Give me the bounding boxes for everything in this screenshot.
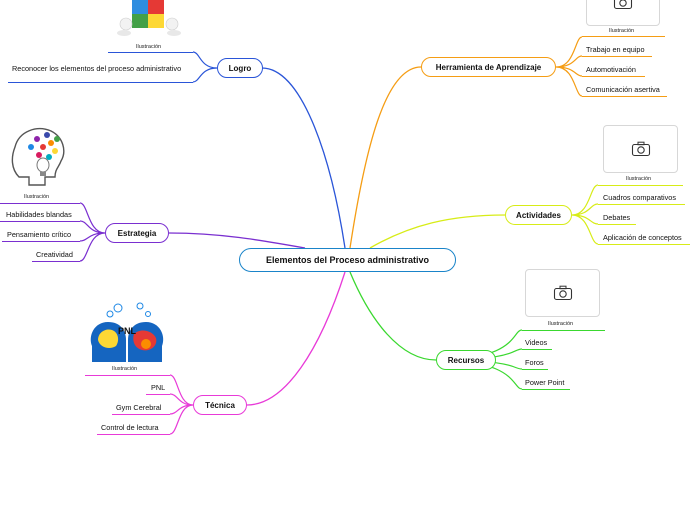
recursos-image-caption: Ilustración — [548, 321, 574, 327]
tecnica-item-2[interactable]: Gym Cerebral — [116, 403, 162, 412]
pnl-image-text: PNL — [118, 326, 137, 336]
edge-estrategia-children — [79, 202, 106, 262]
recursos-image-placeholder — [525, 269, 600, 317]
edge-logro-children — [192, 51, 218, 83]
herramienta-item-3[interactable]: Comunicación asertiva — [586, 85, 660, 94]
puzzle-figure-illustration — [110, 0, 188, 36]
edge-recursos-children — [435, 329, 523, 390]
recursos-item-1[interactable]: Videos — [525, 338, 548, 347]
recursos-caption-underline — [522, 330, 605, 331]
tecnica-item-1[interactable]: PNL — [151, 383, 166, 392]
herramienta-item-2[interactable]: Automotivación — [586, 65, 636, 74]
actividades-item-3[interactable]: Aplicación de conceptos — [603, 233, 682, 242]
herramienta-image-caption: Ilustración — [609, 28, 635, 34]
actividades-item-2-underline — [598, 224, 636, 225]
tecnica-item-1-underline — [146, 394, 170, 395]
estrategia-node[interactable]: Estrategia — [105, 223, 169, 243]
estrategia-label: Estrategia — [117, 228, 157, 238]
brain-lightbulb-illustration — [1, 117, 76, 191]
edge-logro — [261, 67, 346, 249]
herramienta-item-2-underline — [582, 76, 645, 77]
edge-herramienta-children — [555, 36, 583, 97]
logro-item-1-underline — [8, 82, 193, 83]
edge-estrategia — [168, 232, 306, 249]
edge-herramienta — [349, 66, 422, 249]
tecnica-item-3-underline — [97, 434, 170, 435]
recursos-label: Recursos — [447, 355, 485, 365]
herramienta-item-1[interactable]: Trabajo en equipo — [586, 45, 645, 54]
actividades-image-caption: Ilustración — [626, 176, 652, 182]
estrategia-item-3-underline — [32, 261, 80, 262]
logro-node[interactable]: Logro — [217, 58, 263, 78]
actividades-label: Actividades — [516, 210, 561, 220]
herramienta-label: Herramienta de Aprendizaje — [435, 62, 542, 72]
logro-label: Logro — [228, 63, 252, 73]
camera-icon — [553, 285, 572, 301]
tecnica-item-3[interactable]: Control de lectura — [101, 423, 159, 432]
logro-caption-underline — [108, 52, 193, 53]
edge-tecnica — [246, 271, 346, 406]
estrategia-item-2-underline — [2, 241, 80, 242]
herramienta-item-3-underline — [582, 96, 667, 97]
recursos-node[interactable]: Recursos — [436, 350, 496, 370]
pnl-heads-illustration: PNL — [88, 300, 166, 364]
herramienta-image-placeholder — [586, 0, 660, 26]
logro-item-1[interactable]: Reconocer los elementos del proceso admi… — [12, 64, 182, 73]
herramienta-caption-underline — [582, 36, 665, 37]
recursos-item-2-underline — [522, 369, 548, 370]
estrategia-item-1[interactable]: Habilidades blandas — [6, 210, 72, 219]
actividades-image-placeholder — [603, 125, 678, 173]
tecnica-label: Técnica — [205, 400, 235, 410]
estrategia-item-2[interactable]: Pensamiento crítico — [7, 230, 72, 239]
edge-actividades — [369, 214, 506, 249]
actividades-item-1[interactable]: Cuadros comparativos — [603, 193, 677, 202]
edge-actividades-children — [571, 184, 599, 245]
tecnica-item-2-underline — [112, 414, 170, 415]
logro-image-caption: Ilustración — [136, 44, 162, 50]
recursos-item-1-underline — [522, 349, 552, 350]
tecnica-caption-underline — [85, 375, 170, 376]
actividades-item-2[interactable]: Debates — [603, 213, 631, 222]
recursos-item-2[interactable]: Foros — [525, 358, 544, 367]
actividades-item-1-underline — [598, 204, 685, 205]
edge-tecnica-children — [169, 374, 194, 435]
estrategia-item-3[interactable]: Creatividad — [36, 250, 73, 259]
edge-recursos — [349, 271, 437, 361]
tecnica-node[interactable]: Técnica — [193, 395, 247, 415]
central-title: Elementos del Proceso administrativo — [265, 255, 430, 265]
estrategia-item-1-underline — [0, 221, 80, 222]
tecnica-image-caption: Ilustración — [112, 366, 138, 372]
actividades-caption-underline — [598, 185, 683, 186]
herramienta-node[interactable]: Herramienta de Aprendizaje — [421, 57, 556, 77]
estrategia-image-caption: Ilustración — [24, 194, 50, 200]
recursos-item-3-underline — [522, 389, 570, 390]
herramienta-item-1-underline — [582, 56, 652, 57]
camera-icon — [631, 141, 650, 157]
recursos-item-3[interactable]: Power Point — [525, 378, 565, 387]
central-node[interactable]: Elementos del Proceso administrativo — [239, 248, 456, 272]
actividades-item-3-underline — [598, 244, 690, 245]
camera-icon — [613, 0, 633, 10]
actividades-node[interactable]: Actividades — [505, 205, 572, 225]
estrategia-caption-underline — [0, 203, 80, 204]
